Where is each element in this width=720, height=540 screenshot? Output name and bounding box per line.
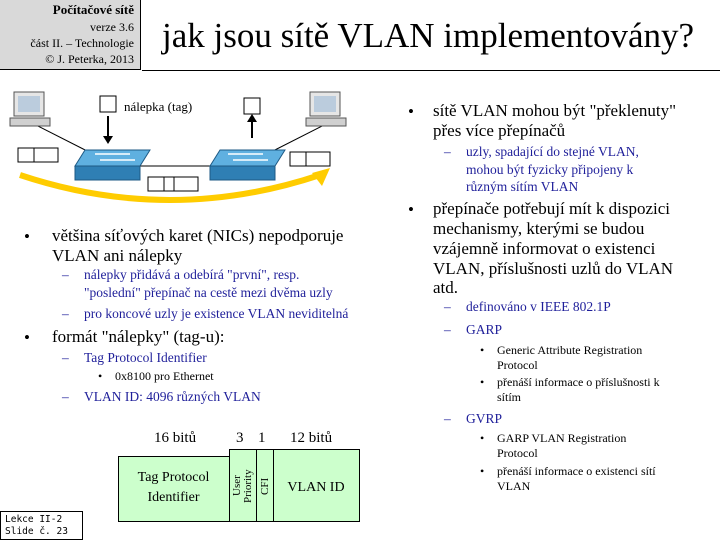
bullet: • xyxy=(98,369,103,383)
bits-3-label: 3 xyxy=(236,430,244,446)
left-sub-4: VLAN ID: 4096 různých VLAN xyxy=(84,389,261,404)
part: část II. – Technologie xyxy=(30,36,134,50)
frame-right xyxy=(289,151,331,167)
course-name: Počítačové sítě xyxy=(52,2,134,17)
dash: – xyxy=(62,389,69,404)
right-b2-line2: mechanismy, kterými se budou xyxy=(433,219,645,238)
right-b2-line5: atd. xyxy=(433,278,459,297)
right-s3: GVRP xyxy=(466,411,503,426)
left-item-1-line2: VLAN ani nálepky xyxy=(52,246,183,265)
right-b1-sub-line3: různým sítím VLAN xyxy=(466,179,579,194)
dash: – xyxy=(444,411,451,426)
user-priority-field: User Priority xyxy=(229,449,257,522)
tpid-line2: Identifier xyxy=(147,490,200,505)
left-sub-2: pro koncové uzly je existence VLAN nevid… xyxy=(84,306,349,321)
dash: – xyxy=(62,350,69,365)
bullet: • xyxy=(24,328,30,347)
right-s3-item1-line1: GARP VLAN Registration xyxy=(497,431,627,445)
cfi-label: CFI xyxy=(259,477,271,495)
network-diagram xyxy=(9,91,347,203)
dash: – xyxy=(62,306,69,321)
user-priority-line2: Priority xyxy=(242,469,254,503)
tag-marker-left xyxy=(99,95,117,144)
computer-right-icon xyxy=(305,91,347,127)
computer-left-icon xyxy=(9,91,51,127)
arrow-path xyxy=(19,172,321,203)
right-s3-item1-line2: Protocol xyxy=(497,446,538,460)
tpid-field: Tag Protocol Identifier xyxy=(118,456,230,522)
tag-label: nálepka (tag) xyxy=(124,99,193,114)
dash: – xyxy=(444,144,451,159)
right-b2-line3: vzájemně informovat o existenci xyxy=(433,239,656,258)
link-left xyxy=(29,121,96,156)
right-s2-item2-line2: sítím xyxy=(497,390,522,404)
left-item-2: formát "nálepky" (tag-u): xyxy=(52,327,225,346)
right-b2-line1: přepínače potřebují mít k dispozici xyxy=(433,199,670,218)
right-s2-item1-line1: Generic Attribute Registration xyxy=(497,343,643,357)
switch-left-icon xyxy=(74,149,151,181)
title-divider xyxy=(142,70,720,71)
right-s1: definováno v IEEE 802.1P xyxy=(466,299,611,314)
switch-right-icon xyxy=(209,149,286,181)
right-b1-sub-line1: uzly, spadající do stejné VLAN, xyxy=(466,144,639,159)
vlan-id-label: VLAN ID xyxy=(287,480,345,495)
bullet: • xyxy=(408,102,414,121)
bullet: • xyxy=(480,375,485,389)
right-b1-line2: přes více přepínačů xyxy=(433,121,566,140)
left-item-1-line1: většina síťových karet (NICs) nepodporuj… xyxy=(52,226,344,245)
header-box: Počítačové sítě verze 3.6 část II. – Tec… xyxy=(0,0,141,70)
author: © J. Peterka, 2013 xyxy=(45,52,134,66)
right-b2-line4: VLAN, příslušnosti uzlů do VLAN xyxy=(433,259,674,278)
left-sub-3: Tag Protocol Identifier xyxy=(84,350,207,365)
tag-marker-right xyxy=(243,97,261,138)
dash: – xyxy=(62,267,69,282)
right-s2-item1-line2: Protocol xyxy=(497,358,538,372)
bullet: • xyxy=(408,200,414,219)
left-sub-3-item: 0x8100 pro Ethernet xyxy=(115,369,214,383)
bullet: • xyxy=(480,343,485,357)
right-b1-line1: sítě VLAN mohou být "překlenuty" xyxy=(433,101,677,120)
right-s3-item2-line1: přenáší informace o existenci sítí xyxy=(497,464,656,478)
bullet: • xyxy=(480,431,485,445)
slide-number: Slide č. 23 xyxy=(5,526,68,537)
right-s3-item2-line2: VLAN xyxy=(497,479,531,493)
right-b1-sub-line2: mohou být fyzicky připojeny k xyxy=(466,162,634,177)
cfi-field: CFI xyxy=(256,449,274,522)
vlan-id-field: VLAN ID xyxy=(273,449,360,522)
tpid-line1: Tag Protocol xyxy=(137,470,210,485)
dash: – xyxy=(444,322,451,337)
right-s2: GARP xyxy=(466,322,503,337)
bits-16-label: 16 bitů xyxy=(154,430,197,446)
arrow-head xyxy=(312,168,330,186)
left-sub-1-line2: "poslední" přepínač na cestě mezi dvěma … xyxy=(84,285,333,300)
bits-1-label: 1 xyxy=(258,430,266,446)
slide-footer: Lekce II-2 Slide č. 23 xyxy=(0,511,83,540)
bullet: • xyxy=(480,464,485,478)
page-title: jak jsou sítě VLAN implementovány? xyxy=(162,16,695,55)
dash: – xyxy=(444,299,451,314)
version: verze 3.6 xyxy=(90,20,134,34)
lesson-label: Lekce II-2 xyxy=(5,514,63,525)
frame-middle xyxy=(147,176,199,192)
bits-12-label: 12 bitů xyxy=(290,430,333,446)
left-sub-1-line1: nálepky přidává a odebírá "první", resp. xyxy=(84,267,300,282)
frame-left xyxy=(17,147,59,163)
bullet: • xyxy=(24,227,30,246)
right-s2-item2-line1: přenáší informace o příslušnosti k xyxy=(497,375,660,389)
